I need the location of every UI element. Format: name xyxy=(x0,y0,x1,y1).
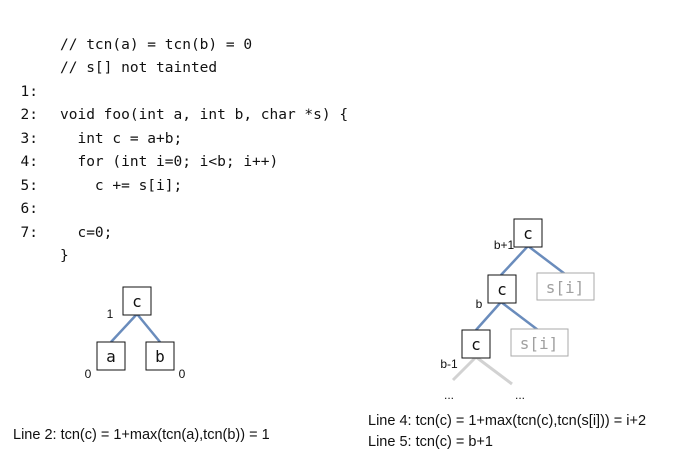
node-label: b xyxy=(155,347,165,366)
line-number: 3: xyxy=(20,130,38,147)
tree-edge-faded xyxy=(475,355,513,386)
node-value: 0 xyxy=(179,367,186,381)
code-line: 2: int c = a+b; xyxy=(0,81,183,175)
node-value: b-1 xyxy=(440,357,458,371)
comment-text: // s[] not tainted xyxy=(60,60,218,76)
node-box-s xyxy=(536,272,595,301)
caption-left: Line 2: tcn(c) = 1+max(tcn(a),tcn(b)) = … xyxy=(13,427,270,443)
line-number: 1: xyxy=(20,83,38,100)
node-label: a xyxy=(106,347,116,366)
line-text: int c = a+b; xyxy=(60,130,183,147)
ellipsis: ... xyxy=(515,388,525,402)
node-value: 1 xyxy=(107,307,114,321)
code-line: 5: xyxy=(0,151,38,245)
node-label: c xyxy=(471,335,481,354)
node-box-c xyxy=(513,218,543,248)
caption-right-line5: Line 5: tcn(c) = b+1 xyxy=(368,434,493,450)
node-label: c xyxy=(132,292,142,311)
line-number: 5: xyxy=(20,177,38,194)
node-box-b xyxy=(145,341,175,371)
node-label: c xyxy=(497,280,507,299)
code-line: 6: c=0; xyxy=(0,175,113,269)
node-value: b xyxy=(476,297,483,311)
code-comment: // s[] not tainted xyxy=(0,34,217,105)
line-number: 7: xyxy=(20,224,38,241)
tree-edge xyxy=(500,301,539,331)
code-comment: // tcn(a) = tcn(b) = 0 xyxy=(0,10,252,81)
caption-right-line4: Line 4: tcn(c) = 1+max(tcn(c),tcn(s[i]))… xyxy=(368,413,647,429)
tree-edge xyxy=(136,313,161,343)
line-text: for (int i=0; i<b; i++) xyxy=(60,154,279,170)
tree-edge xyxy=(527,245,566,275)
line-number: 4: xyxy=(20,154,38,170)
node-label: c xyxy=(523,224,533,243)
node-box-c xyxy=(122,286,152,316)
tree-edge xyxy=(110,313,138,343)
code-line: 4: c += s[i]; xyxy=(0,128,183,222)
node-box-c xyxy=(487,274,517,304)
code-line: 1: void foo(int a, int b, char *s) { xyxy=(0,57,349,151)
line-text: c=0; xyxy=(60,224,113,241)
node-box-s xyxy=(510,328,569,357)
node-label: s[i] xyxy=(546,278,585,297)
node-box-c xyxy=(461,329,491,359)
node-box-a xyxy=(96,341,126,371)
line-text: void foo(int a, int b, char *s) { xyxy=(60,107,349,123)
node-value: b+1 xyxy=(494,238,515,252)
code-line: 7: } xyxy=(0,198,69,292)
line-text: c += s[i]; xyxy=(60,177,183,194)
comment-text: // tcn(a) = tcn(b) = 0 xyxy=(60,36,253,53)
tree-edge xyxy=(500,245,529,276)
line-number: 6: xyxy=(20,201,38,217)
line-number: 2: xyxy=(20,107,38,123)
line-text: } xyxy=(60,248,69,264)
ellipsis: ... xyxy=(444,388,454,402)
code-line: 3: for (int i=0; i<b; i++) xyxy=(0,104,279,198)
node-label: s[i] xyxy=(520,334,559,353)
tree-edge xyxy=(475,301,502,331)
node-value: 0 xyxy=(85,367,92,381)
tree-edge-faded xyxy=(451,355,478,382)
